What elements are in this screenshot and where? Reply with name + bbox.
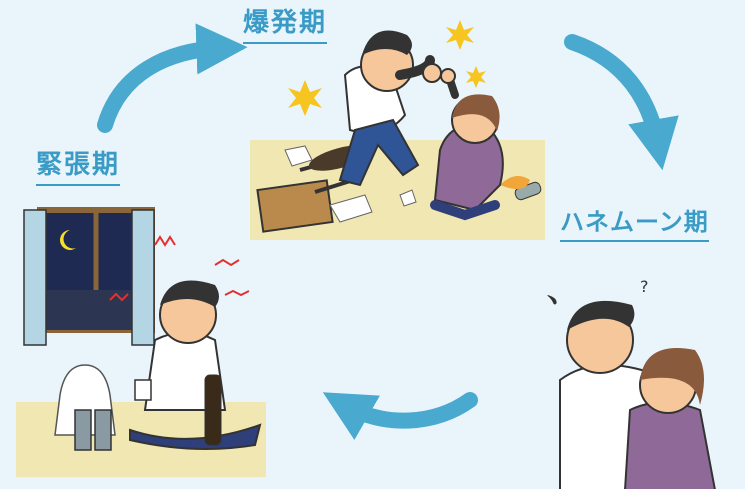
impact-star-icon bbox=[446, 20, 474, 50]
impact-star-icon bbox=[288, 80, 322, 116]
tension-scene bbox=[16, 207, 266, 477]
label-underline bbox=[243, 42, 328, 44]
scattered-paper-icon bbox=[284, 145, 313, 167]
cycle-arrows bbox=[97, 23, 679, 440]
bottle-icon bbox=[204, 374, 222, 446]
impact-star-icon bbox=[466, 66, 486, 88]
phase-label-text: ハネムーン期 bbox=[560, 208, 709, 236]
moon-icon bbox=[60, 230, 76, 250]
angry-man-figure bbox=[338, 30, 442, 187]
stress-marks-icon bbox=[224, 289, 250, 297]
night-window-icon bbox=[23, 207, 155, 346]
phase-label-explosion: 爆発期 bbox=[243, 8, 328, 44]
sweat-mark-icon: ﹅ bbox=[545, 293, 559, 309]
stress-marks-icon bbox=[109, 292, 129, 302]
can-icon bbox=[94, 409, 112, 451]
arrow-honeymoon-to-tension bbox=[322, 392, 478, 440]
tense-man-figure bbox=[129, 280, 262, 450]
stress-marks-icon bbox=[154, 235, 176, 247]
scattered-paper-icon bbox=[329, 194, 373, 223]
can-icon bbox=[74, 409, 92, 451]
arrow-tension-to-explosion bbox=[97, 23, 248, 133]
phase-label-honeymoon: ハネムーン期 bbox=[560, 210, 709, 242]
phase-label-tension: 緊張期 bbox=[36, 150, 121, 186]
stress-marks-icon bbox=[214, 258, 240, 267]
arrow-explosion-to-honeymoon bbox=[564, 34, 679, 171]
woman-figure bbox=[624, 348, 716, 489]
phase-label-text: 緊張期 bbox=[36, 150, 121, 180]
victim-woman-figure bbox=[430, 68, 504, 221]
explosion-scene bbox=[250, 20, 545, 240]
label-underline bbox=[560, 240, 709, 242]
honeymoon-scene: ﹅ ? bbox=[545, 277, 716, 489]
phase-label-text: 爆発期 bbox=[243, 8, 328, 38]
glass-icon bbox=[134, 379, 152, 401]
scattered-paper-icon bbox=[399, 189, 417, 207]
spilled-drink-icon bbox=[500, 176, 530, 189]
confused-mark-icon: ? bbox=[640, 277, 649, 296]
label-underline bbox=[36, 184, 121, 186]
